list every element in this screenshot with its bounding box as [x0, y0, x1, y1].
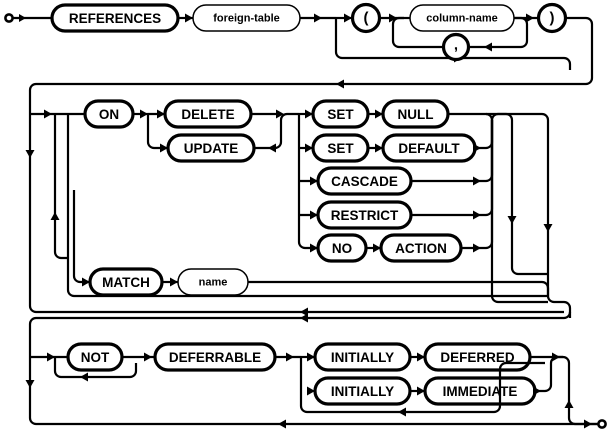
node-foreign-table-label: foreign-table	[213, 13, 280, 25]
arrow-to-delete	[157, 109, 165, 119]
rail-on-repeat-bottom	[66, 114, 548, 298]
node-lparen-label: (	[364, 10, 369, 27]
arrow-action-row3	[310, 176, 318, 186]
arrow-to-match	[82, 277, 90, 287]
rail-collector-1	[490, 295, 548, 304]
node-delete-label: DELETE	[181, 107, 234, 122]
arrow-init2-to-immediate	[417, 386, 425, 396]
arrow-initially-row2	[307, 386, 315, 396]
node-set-default-set-label: SET	[327, 141, 354, 156]
arrow-to-lparen	[344, 13, 352, 23]
arrow-immediate-join	[533, 386, 541, 396]
rail-group2-left	[28, 108, 564, 314]
arrow-action-fork-in	[276, 109, 284, 119]
arrow-comma-loop	[484, 42, 492, 52]
arrow-action-row2	[305, 143, 313, 153]
node-deferred-label: DEFERRED	[440, 350, 515, 365]
node-not-label: NOT	[81, 350, 110, 365]
node-action-label: ACTION	[395, 241, 447, 256]
node-no-label: NO	[332, 241, 352, 256]
arrow-end	[584, 419, 592, 429]
node-restrict-label: RESTRICT	[331, 208, 399, 223]
node-default-label: DEFAULT	[398, 141, 460, 156]
arrow-init1-to-deferred	[417, 352, 425, 362]
arrow-update-join	[268, 143, 276, 153]
arrow-lparen-to-col	[389, 13, 397, 23]
rail-group3-exit	[549, 355, 598, 426]
rail-not-bypass	[53, 357, 138, 379]
arrow-to-update	[160, 143, 168, 153]
arrow-collector-2	[507, 216, 517, 224]
rail-initially-bypass	[299, 357, 494, 414]
arrow-set-to-default	[375, 143, 383, 153]
arrow-restrict-join	[473, 210, 481, 220]
arrow-noaction-join	[473, 243, 481, 253]
start-circle	[4, 13, 14, 23]
rail-group3-bypass	[28, 352, 598, 426]
rail-collector-tops	[490, 112, 514, 121]
node-null-label: NULL	[398, 107, 434, 122]
arrow-collector-outer	[543, 224, 553, 232]
arrow-set-to-null	[375, 109, 383, 119]
rail-action-spine	[297, 114, 318, 250]
rail-collector-2b	[510, 267, 548, 276]
arrow-no-to-action	[373, 243, 381, 253]
rail-name-join	[248, 280, 550, 296]
rail-fork-update	[146, 114, 168, 150]
node-initially-immediate-initially-label: INITIALLY	[331, 384, 394, 399]
node-comma-label: ,	[454, 37, 458, 54]
node-immediate-label: IMMEDIATE	[443, 384, 518, 399]
arrow-default-join	[473, 143, 481, 153]
arrow-col-to-rparen	[526, 13, 534, 23]
rail-bypass-join	[493, 361, 545, 414]
arrow-cascade-join	[473, 176, 481, 186]
rail-action-join	[461, 120, 494, 250]
arrow-row1-wrap	[336, 79, 344, 89]
arrow-group3-exit	[564, 400, 574, 408]
rail-row2-to-row3	[28, 311, 572, 352]
node-on-label: ON	[99, 107, 119, 122]
node-column-name-label: column-name	[426, 13, 498, 25]
arrow-deferrable-out	[286, 352, 294, 362]
rail-row1-to-row2	[28, 16, 594, 108]
arrow-row2-wrap	[300, 313, 308, 323]
node-initially-deferred-initially-label: INITIALLY	[331, 350, 394, 365]
node-rparen-label: )	[550, 10, 555, 27]
rail-default-join	[475, 120, 494, 150]
arrow-group2-entry	[44, 109, 52, 119]
arrow-not-bypass	[80, 372, 88, 382]
rail-to-match	[72, 190, 90, 284]
arrow-match-to-name	[170, 277, 178, 287]
arrow-group3-entry	[47, 352, 55, 362]
arrow-ref-to-ft	[185, 13, 193, 23]
rail-group2-exit	[546, 295, 572, 318]
node-set-null-set-label: SET	[327, 107, 354, 122]
arrow-group3-bottom	[278, 419, 286, 429]
arrow-start	[19, 14, 26, 22]
arrow-action-row5	[310, 243, 318, 253]
rail-on-repeat-join	[53, 251, 68, 260]
node-name-label: name	[199, 277, 228, 289]
node-references-label: REFERENCES	[69, 11, 161, 26]
arrow-action-row4	[310, 210, 318, 220]
rail-immediate-join	[535, 363, 553, 393]
arrow-action-row1	[305, 109, 313, 119]
arrow-to-deferrable	[144, 352, 152, 362]
arrow-on-repeat-up	[50, 212, 60, 220]
arrow-ft-out	[314, 13, 322, 23]
end-circle	[597, 419, 607, 429]
rail-collector-outer	[486, 112, 550, 296]
node-update-label: UPDATE	[184, 141, 239, 156]
rail-comma-loop-left	[391, 16, 444, 49]
arrow-initially-bypass	[398, 407, 406, 417]
rail-update-join	[254, 112, 299, 150]
node-deferrable-label: DEFERRABLE	[169, 350, 261, 365]
arrow-on-out	[140, 109, 148, 119]
node-match-label: MATCH	[102, 275, 150, 290]
arrow-initially-row1	[307, 352, 315, 362]
node-cascade-label: CASCADE	[331, 174, 398, 189]
arrow-group2-bottom	[300, 307, 308, 317]
